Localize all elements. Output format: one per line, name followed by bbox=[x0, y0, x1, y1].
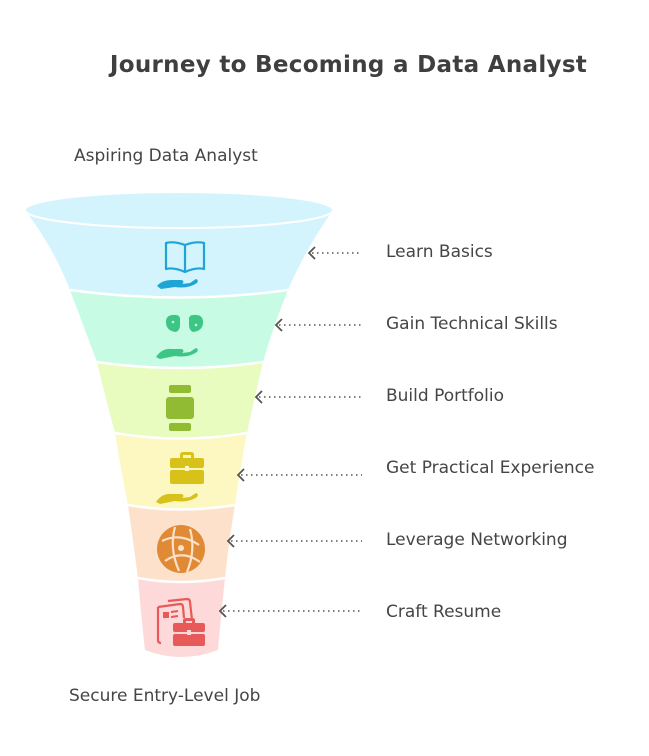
funnel-top-label: Aspiring Data Analyst bbox=[74, 146, 258, 166]
funnel-bottom-label: Secure Entry-Level Job bbox=[69, 686, 261, 706]
arrow-get-practical-experience bbox=[236, 468, 362, 482]
funnel-segment-learn-basics bbox=[24, 191, 334, 298]
globe-network-icon bbox=[157, 525, 205, 573]
arrow-leverage-networking bbox=[226, 534, 362, 548]
smartwatch-icon bbox=[166, 385, 194, 431]
arrow-craft-resume bbox=[218, 604, 362, 618]
arrow-build-portfolio bbox=[254, 390, 362, 404]
step-label-leverage-networking: Leverage Networking bbox=[386, 530, 568, 550]
book-in-hand-icon bbox=[157, 241, 206, 289]
connector-arrows bbox=[218, 246, 362, 618]
arrow-gain-technical-skills bbox=[274, 318, 362, 332]
step-label-get-practical-experience: Get Practical Experience bbox=[386, 458, 595, 478]
resume-briefcase-icon bbox=[156, 597, 205, 646]
arrow-learn-basics bbox=[307, 246, 362, 260]
step-label-learn-basics: Learn Basics bbox=[386, 242, 493, 262]
brain-in-hand-icon bbox=[156, 314, 203, 359]
diagram-title: Journey to Becoming a Data Analyst bbox=[109, 52, 588, 78]
step-label-build-portfolio: Build Portfolio bbox=[386, 386, 505, 406]
briefcase-in-hand-icon bbox=[156, 452, 204, 504]
step-label-gain-technical-skills: Gain Technical Skills bbox=[386, 314, 558, 334]
step-label-craft-resume: Craft Resume bbox=[386, 602, 502, 622]
